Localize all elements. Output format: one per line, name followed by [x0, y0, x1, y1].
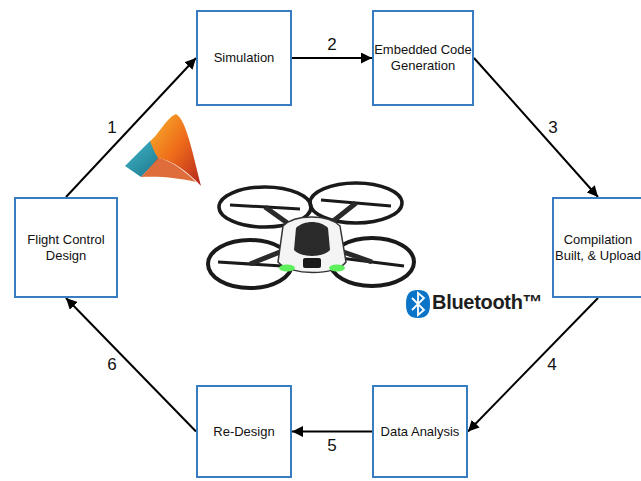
box-label: Simulation	[214, 50, 275, 66]
step-number: 2	[325, 36, 338, 55]
process-box: Simulation	[196, 10, 292, 106]
drone-light	[279, 265, 295, 272]
process-box: Re-Design	[196, 385, 292, 478]
process-box: Data Analysis	[372, 385, 468, 478]
box-label: Re-Design	[213, 424, 274, 440]
bluetooth-logo	[406, 290, 430, 318]
flow-arrow	[66, 298, 196, 432]
flow-arrow	[292, 431, 372, 433]
process-box: Flight Control Design	[14, 197, 118, 298]
drone-camera	[303, 258, 321, 268]
bluetooth-logo-shape	[406, 290, 430, 318]
matlab-logo-fold	[141, 158, 196, 182]
bluetooth-rune	[412, 293, 424, 315]
box-label: Data Analysis	[381, 424, 460, 440]
drone-picture	[208, 183, 414, 288]
brand-label: Bluetooth™	[432, 290, 542, 314]
drone-light	[329, 265, 345, 272]
step-number: 1	[105, 118, 118, 137]
flow-arrow	[468, 298, 598, 432]
flow-arrow	[474, 58, 598, 197]
step-number: 5	[325, 436, 338, 455]
step-number: 3	[546, 118, 559, 137]
step-number: 4	[545, 355, 558, 374]
box-label: Embedded Code Generation	[374, 42, 472, 73]
flow-arrow	[292, 57, 372, 59]
drone-arm	[250, 203, 372, 264]
matlab-logo	[125, 114, 201, 186]
process-box: Embedded Code Generation	[372, 10, 474, 106]
drone-body	[278, 217, 346, 273]
drone-top	[294, 222, 330, 256]
flow-arrow	[66, 58, 196, 197]
step-number: 6	[105, 355, 118, 374]
process-box: Compilation Built, & Upload	[552, 197, 641, 298]
box-label: Flight Control Design	[16, 232, 116, 263]
box-label: Compilation Built, & Upload	[554, 232, 641, 263]
